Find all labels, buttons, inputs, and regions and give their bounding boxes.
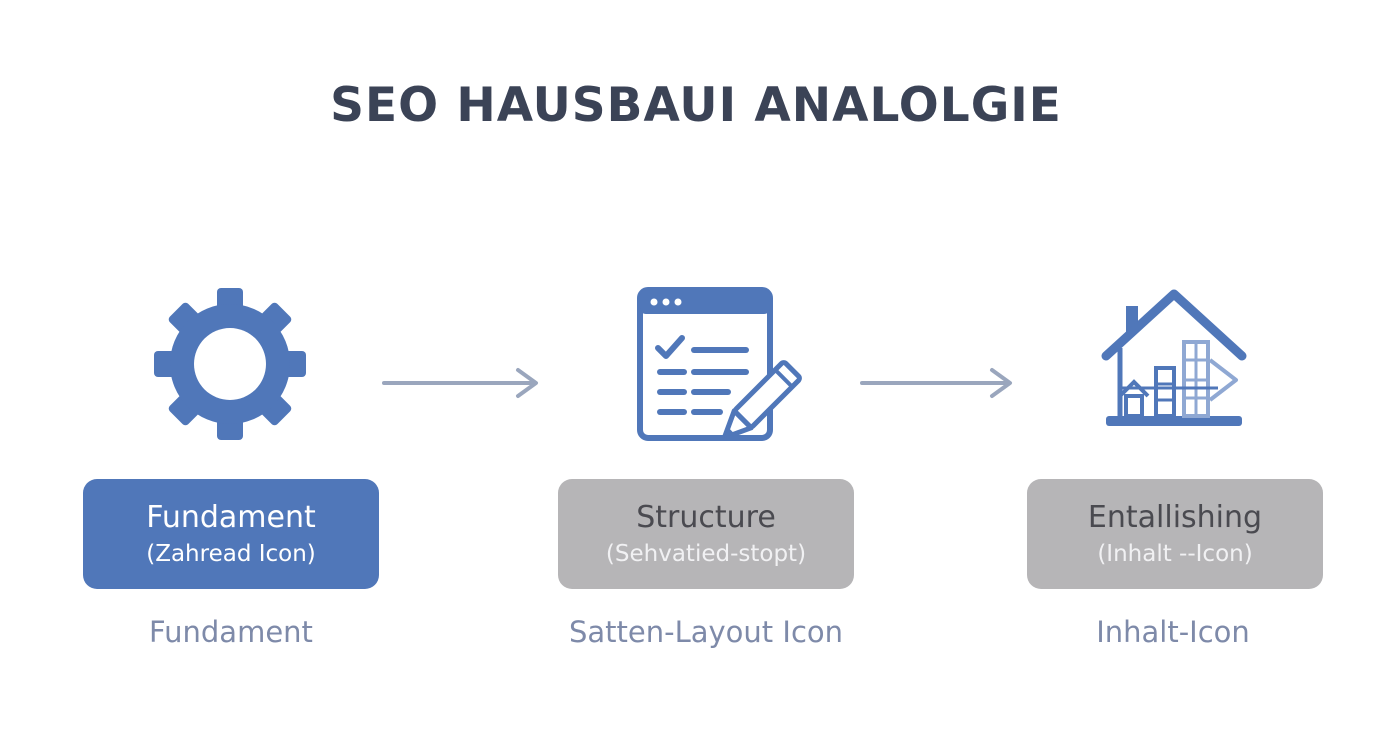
step-caption: Inhalt-Icon — [1096, 615, 1250, 649]
step-box-subtitle: (Zahread Icon) — [146, 541, 316, 567]
step-box-entallishing: Entallishing (Inhalt --Icon) — [1027, 479, 1323, 589]
diagram-title: SEO HAUSBAUI ANALOLGIE — [330, 78, 1062, 133]
arrow-right-icon — [860, 368, 1012, 398]
step-box-structure: Structure (Sehvatied-stopt) — [558, 479, 854, 589]
gear-icon — [154, 288, 306, 440]
step-box-fundament: Fundament (Zahread Icon) — [83, 479, 379, 589]
step-box-title: Fundament — [146, 500, 316, 535]
step-box-title: Entallishing — [1087, 500, 1263, 535]
checklist-pencil-icon — [637, 287, 802, 441]
step-box-subtitle: (Sehvatied-stopt) — [605, 541, 807, 567]
house-icon — [1101, 289, 1247, 426]
step-box-title: Structure — [636, 500, 776, 535]
arrow-right-icon — [382, 368, 538, 398]
step-caption: Fundament — [149, 615, 313, 649]
step-box-subtitle: (Inhalt --Icon) — [1097, 541, 1253, 567]
step-caption: Satten-Layout Icon — [568, 615, 844, 649]
